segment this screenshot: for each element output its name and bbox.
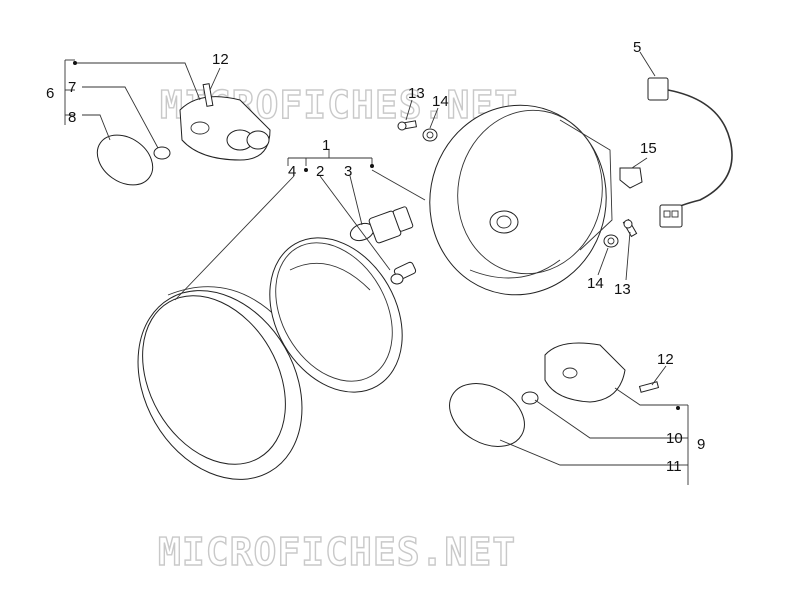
screw-13-lower [622,218,638,238]
callout-12-top: 12 [212,51,229,68]
nut-14-lower [603,234,619,248]
callout-8: 8 [68,109,76,126]
turn-signal-left [179,83,271,161]
watermark-bottom: MICROFICHES.NET [158,530,516,574]
callout-4: 4 [288,163,296,180]
headlight-housing [429,104,613,296]
callout-6: 6 [46,85,54,102]
leader-lines [64,51,689,485]
callout-7: 7 [68,79,76,96]
callout-15: 15 [640,140,657,157]
callout-14-lower: 14 [587,275,604,292]
nut-14-upper [422,128,438,142]
turn-signal-lens-left [96,134,154,186]
callout-13-lower: 13 [614,281,631,298]
halogen-bulb [349,206,414,244]
screw-13-upper [397,120,417,131]
callout-1: 1 [322,137,330,154]
bracket-dots [73,61,680,410]
clip-15 [619,167,643,189]
wiring-harness [647,77,733,228]
turn-signal-right [544,342,660,403]
callout-5: 5 [633,39,641,56]
callout-10: 10 [666,430,683,447]
turn-signal-bulb-left [153,146,171,160]
callouts: 1 2 3 4 5 6 7 8 9 10 11 12 12 13 13 14 1… [46,39,705,475]
turn-signal-bulb-right [521,391,539,405]
callout-12-right: 12 [657,351,674,368]
callout-2: 2 [316,163,324,180]
callout-11: 11 [666,458,682,475]
callout-14-upper: 14 [432,93,449,110]
callout-13-upper: 13 [408,85,425,102]
headlight-lens [269,237,403,393]
callout-9: 9 [697,436,705,453]
callout-3: 3 [344,163,352,180]
parking-bulb [390,261,417,285]
turn-signal-lens-right [449,383,525,447]
